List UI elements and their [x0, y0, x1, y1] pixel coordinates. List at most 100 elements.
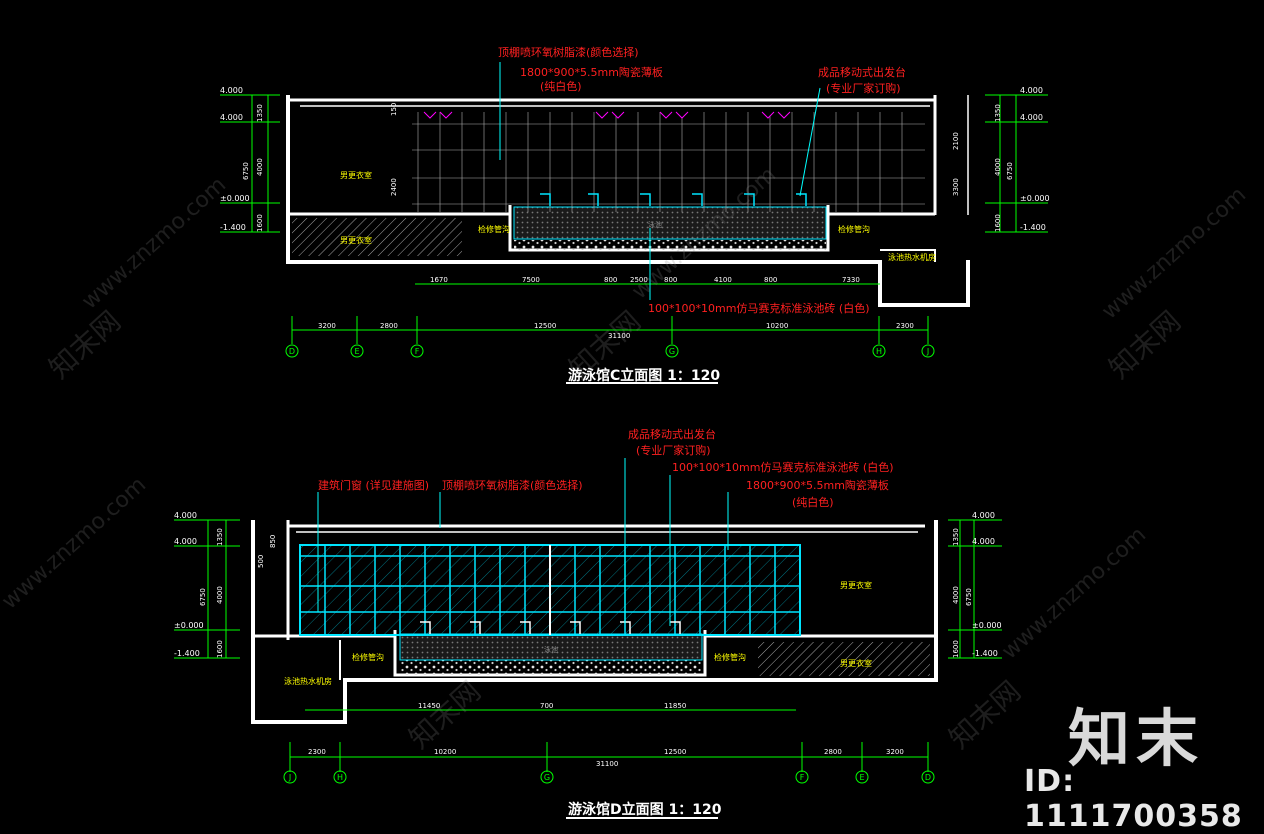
c-elev-right-2: 4.000	[1020, 113, 1043, 122]
d-axis-f: F	[800, 773, 805, 782]
d-label-pool: 泳池	[544, 645, 558, 654]
d-callout-door-window: 建筑门窗 (详见建施图)	[318, 478, 429, 492]
c-height-5: 150	[390, 103, 398, 116]
c-label-pipe-trench-right: 检修管沟	[838, 224, 870, 234]
elevation-c-text: 顶棚喷环氧树脂漆(颜色选择) 1800*900*5.5mm陶瓷薄板 (纯白色) …	[220, 45, 1050, 384]
c-elev-left-4: -1.400	[220, 223, 246, 232]
d-axis-dim-3: 12500	[664, 748, 686, 756]
c-sec-dim-1: 1670	[430, 276, 448, 284]
d-height-3: 4000	[216, 586, 224, 604]
d-callout-starting-block-note: (专业厂家订购)	[636, 443, 711, 457]
c-sec-dim-8: 7330	[842, 276, 860, 284]
d-height-5: 500	[257, 555, 265, 568]
d-height-1: 1350	[216, 528, 224, 546]
elevation-c-axis-bubbles	[285, 344, 935, 358]
elevation-d-structure	[251, 520, 938, 724]
c-sec-dim-5: 800	[664, 276, 677, 284]
d-elev-left-2: 4.000	[174, 537, 197, 546]
elevation-c-wall-panels	[412, 112, 925, 212]
d-callout-panel: 1800*900*5.5mm陶瓷薄板	[746, 478, 889, 492]
c-axis-dim-4: 10200	[766, 322, 788, 330]
d-axis-dim-1: 2300	[308, 748, 326, 756]
d-callout-ceiling: 顶棚喷环氧树脂漆(颜色选择)	[442, 478, 583, 492]
d-elev-right-4: -1.400	[972, 649, 998, 658]
d-axis-dim-5: 3200	[886, 748, 904, 756]
watermark-brand-4: 知末网	[403, 674, 488, 755]
elevation-d-leaders	[317, 458, 729, 626]
c-height-7: 2100	[952, 132, 960, 150]
d-total-dim: 31100	[596, 760, 618, 768]
elevation-d-axis-bubbles	[283, 770, 935, 784]
d-axis-e: E	[859, 773, 864, 782]
c-sec-dim-4: 2500	[630, 276, 648, 284]
watermark-site-1: www.znzmo.com	[77, 172, 231, 314]
d-sec-dim-1: 11450	[418, 702, 440, 710]
elevation-d-pool-water	[399, 633, 703, 661]
d-axis-j: J	[288, 773, 291, 782]
c-total-dim: 31100	[608, 332, 630, 340]
c-elev-left-2: 4.000	[220, 113, 243, 122]
d-elev-right-3: ±0.000	[972, 621, 1002, 630]
c-sec-dim-7: 800	[764, 276, 777, 284]
d-axis-d: D	[925, 773, 931, 782]
d-elev-right-1: 4.000	[972, 511, 995, 520]
c-elev-right-1: 4.000	[1020, 86, 1043, 95]
d-height-r2: 6750	[965, 588, 973, 606]
c-label-pump-room: 泳池热水机房	[888, 252, 936, 262]
c-callout-panel: 1800*900*5.5mm陶瓷薄板	[520, 65, 663, 79]
c-axis-dim-3: 12500	[534, 322, 556, 330]
elevation-c-structure	[286, 95, 970, 307]
d-elev-left-3: ±0.000	[174, 621, 204, 630]
c-elev-left-1: 4.000	[220, 86, 243, 95]
c-callout-starting-block: 成品移动式出发台	[818, 65, 906, 79]
watermark-site-5: www.znzmo.com	[997, 522, 1151, 664]
elevation-c-dimensions	[220, 94, 1048, 344]
elevation-c-lamps	[423, 111, 791, 119]
d-axis-h: H	[337, 773, 343, 782]
d-elev-right-2: 4.000	[972, 537, 995, 546]
watermark-logo: 知末	[1068, 702, 1205, 775]
d-label-pipe-trench-right: 检修管沟	[714, 652, 746, 662]
watermark-site-3: www.znzmo.com	[1097, 182, 1251, 324]
elevation-c-starting-blocks	[540, 193, 807, 206]
c-height-1: 1350	[256, 104, 264, 122]
c-sec-dim-2: 7500	[522, 276, 540, 284]
c-sec-dim-6: 4100	[714, 276, 732, 284]
c-axis-dim-1: 3200	[318, 322, 336, 330]
d-callout-panel-color: (纯白色)	[792, 495, 834, 509]
d-sec-dim-3: 11850	[664, 702, 686, 710]
elevation-c-leaders	[499, 62, 821, 300]
c-axis-e: E	[354, 347, 359, 356]
d-title: 游泳馆D立面图 1：120	[568, 801, 722, 818]
d-height-r1: 1350	[952, 528, 960, 546]
elevation-d	[174, 458, 1002, 819]
d-sec-dim-2: 700	[540, 702, 553, 710]
d-height-2: 6750	[199, 588, 207, 606]
c-height-3: 4000	[256, 158, 264, 176]
c-axis-dim-2: 2800	[380, 322, 398, 330]
c-height-r4: 1600	[994, 214, 1002, 232]
elevation-d-curtain-wall	[299, 544, 801, 636]
elevation-c	[220, 62, 1048, 384]
c-axis-g: G	[669, 347, 675, 356]
c-height-8: 3300	[952, 178, 960, 196]
d-height-r3: 4000	[952, 586, 960, 604]
d-label-pipe-trench-left: 检修管沟	[352, 652, 384, 662]
c-label-equipment-room: 男更衣室	[340, 235, 372, 245]
c-height-4: 1600	[256, 214, 264, 232]
c-callout-ceiling: 顶棚喷环氧树脂漆(颜色选择)	[498, 45, 639, 59]
c-height-r3: 4000	[994, 158, 1002, 176]
watermark-brand-1: 知末网	[43, 304, 128, 385]
watermark-site-4: www.znzmo.com	[0, 472, 151, 614]
elevation-c-soil-hatch	[292, 218, 462, 256]
c-height-r1: 1350	[994, 104, 1002, 122]
c-label-changing-room: 男更衣室	[340, 170, 372, 180]
d-axis-g: G	[544, 773, 550, 782]
d-callout-starting-block: 成品移动式出发台	[628, 427, 716, 441]
c-label-pool: 泳池	[648, 220, 662, 229]
c-elev-right-3: ±0.000	[1020, 194, 1050, 203]
c-axis-f: F	[415, 347, 420, 356]
c-label-pipe-trench-left: 检修管沟	[478, 224, 510, 234]
d-height-6: 850	[269, 535, 277, 548]
